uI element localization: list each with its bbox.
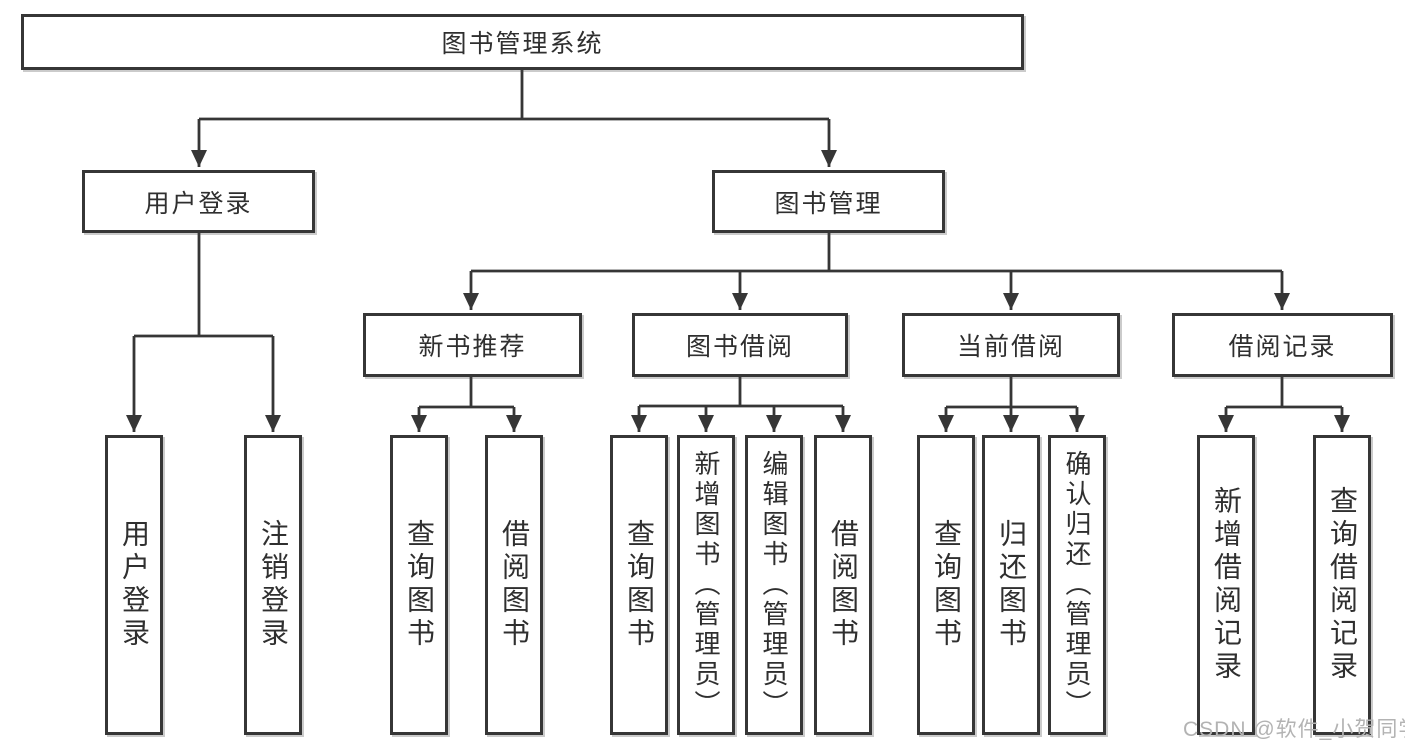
node-book-borrow-label: 图书借阅 [685,333,794,361]
leaf-return-books: 归还图书 [982,435,1040,735]
leaf-add-borrow-record: 新增借阅记录 [1197,435,1255,735]
leaf-borrow-books-borrow: 借阅图书 [814,435,872,735]
leaf-confirm-return-admin: 确认归还（管理员） [1048,435,1106,735]
watermark: CSDN @软件_小贺同学 [1183,718,1405,741]
leaf-query-borrow-record: 查询借阅记录 [1313,435,1371,735]
node-user-login: 用户登录 [82,170,315,233]
leaf-query-books-borrow: 查询图书 [610,435,668,735]
node-book-borrow: 图书借阅 [632,313,848,377]
leaf-add-books-admin: 新增图书（管理员） [677,435,735,735]
node-new-book-recommend: 新书推荐 [363,313,582,377]
node-new-book-recommend-label: 新书推荐 [418,333,527,361]
node-borrow-records: 借阅记录 [1172,313,1393,377]
leaf-borrow-books-recommend: 借阅图书 [485,435,543,735]
node-book-management-label: 图书管理 [774,189,883,218]
node-user-login-label: 用户登录 [144,189,253,218]
node-book-management: 图书管理 [712,170,945,233]
leaf-logout-login: 注销登录 [244,435,302,735]
node-borrow-records-label: 借阅记录 [1228,333,1337,361]
node-current-borrow: 当前借阅 [902,313,1120,377]
node-root-label: 图书管理系统 [441,30,604,58]
leaf-user-login: 用户登录 [105,435,163,735]
leaf-edit-books-admin: 编辑图书（管理员） [745,435,803,735]
leaf-query-books-current: 查询图书 [917,435,975,735]
node-current-borrow-label: 当前借阅 [956,333,1065,361]
node-root-system: 图书管理系统 [21,14,1024,70]
leaf-query-books-recommend: 查询图书 [390,435,448,735]
